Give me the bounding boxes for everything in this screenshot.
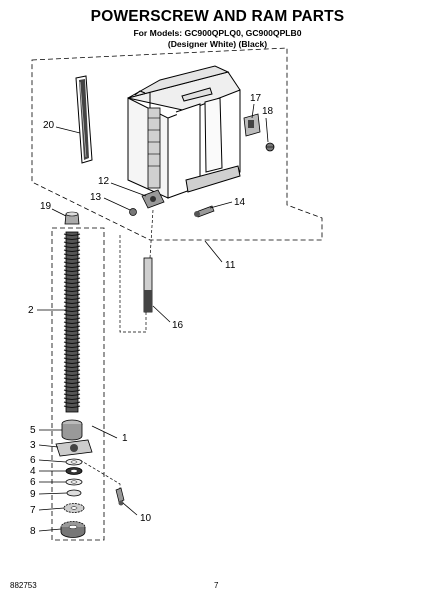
thread-ridge xyxy=(63,293,81,297)
thread-ridge xyxy=(63,305,81,309)
callout-13: 13 xyxy=(90,192,102,203)
part-19-cap xyxy=(64,211,80,225)
thread-ridge xyxy=(63,317,81,321)
thread-ridge xyxy=(63,233,81,237)
thread-ridge xyxy=(63,405,81,409)
part-14-screw xyxy=(194,205,215,218)
callout-5: 5 xyxy=(30,425,36,436)
connector-line xyxy=(79,459,121,492)
upper-assembly-boundary xyxy=(31,47,323,241)
lower-assembly-boundary xyxy=(51,227,105,541)
thread-ridge xyxy=(63,369,81,373)
callout-19: 19 xyxy=(40,201,52,212)
leader-lines xyxy=(37,103,269,532)
ram-screw-detail xyxy=(147,107,161,189)
thread-ridge xyxy=(63,365,81,369)
callout-18: 18 xyxy=(262,106,274,117)
part-6-washer xyxy=(65,458,83,466)
thread-ridge xyxy=(63,281,81,285)
part-10-screw xyxy=(115,487,125,506)
thread-ridge xyxy=(63,353,81,357)
thread-ridge xyxy=(63,337,81,341)
thread-ridge xyxy=(63,373,81,377)
thread-ridge xyxy=(63,349,81,353)
thread-ridge xyxy=(63,289,81,293)
callout-11: 11 xyxy=(225,260,236,271)
thread-ridge xyxy=(63,401,81,405)
callout-17: 17 xyxy=(250,93,262,104)
part-4-bearing xyxy=(65,467,83,475)
thread-ridge xyxy=(63,265,81,269)
thread-ridge xyxy=(63,237,81,241)
thread-ridge xyxy=(63,357,81,361)
document-number: 882753 xyxy=(10,581,37,590)
page-number: 7 xyxy=(214,581,219,590)
part-11-ram-assembly xyxy=(127,65,241,199)
callout-8: 8 xyxy=(30,526,36,537)
thread-ridge xyxy=(63,341,81,345)
callout-12: 12 xyxy=(98,176,110,187)
part-2-powerscrew xyxy=(63,231,81,413)
callout-9: 9 xyxy=(30,489,36,500)
thread-ridge xyxy=(63,277,81,281)
thread-ridge xyxy=(63,269,81,273)
part-13-screw xyxy=(129,208,137,216)
thread-ridge xyxy=(63,285,81,289)
thread-ridge xyxy=(63,301,81,305)
part-8-gear xyxy=(60,521,86,538)
thread-ridge xyxy=(63,309,81,313)
thread-ridge xyxy=(63,389,81,393)
thread-ridge xyxy=(63,377,81,381)
thread-ridge xyxy=(63,329,81,333)
part-3-housing xyxy=(55,439,93,457)
thread-ridge xyxy=(63,313,81,317)
thread-ridge xyxy=(63,273,81,277)
thread-ridge xyxy=(63,297,81,301)
callout-3: 3 xyxy=(30,440,36,451)
callout-1: 1 xyxy=(122,433,128,444)
callout-6-lower: 6 xyxy=(30,477,36,488)
callout-labels: 20 17 18 12 13 14 19 11 2 16 1 5 3 6 4 6… xyxy=(28,93,274,537)
part-20-strip xyxy=(75,75,93,164)
variants-line: (Designer White) (Black) xyxy=(167,39,268,49)
thread-ridge xyxy=(63,321,81,325)
thread-ridge xyxy=(63,333,81,337)
part-12-nut xyxy=(141,189,165,209)
thread-ridge xyxy=(63,249,81,253)
thread-ridge xyxy=(63,385,81,389)
part-18-screw xyxy=(265,142,275,152)
page-title: POWERSCREW AND RAM PARTS xyxy=(90,8,345,25)
part-5-bearing xyxy=(61,419,83,441)
part-6-washer-lower xyxy=(65,478,83,486)
thread-ridge xyxy=(63,397,81,401)
thread-ridge xyxy=(63,261,81,265)
thread-ridge xyxy=(63,253,81,257)
callout-7: 7 xyxy=(30,505,36,516)
connector-line xyxy=(119,235,147,333)
part-16-rod xyxy=(143,257,153,313)
thread-ridge xyxy=(63,361,81,365)
thread-ridge xyxy=(63,325,81,329)
thread-ridge xyxy=(63,257,81,261)
thread-ridge xyxy=(63,245,81,249)
part-7-sprocket xyxy=(63,503,85,513)
models-line: For Models: GC900QPLQ0, GC900QPLB0 xyxy=(133,28,302,38)
part-9-retainer xyxy=(66,489,82,497)
thread-ridge xyxy=(63,345,81,349)
callout-20: 20 xyxy=(43,120,55,131)
thread-ridge xyxy=(63,241,81,245)
thread-ridge xyxy=(63,393,81,397)
callout-2: 2 xyxy=(28,305,34,316)
callout-4: 4 xyxy=(30,466,36,477)
connector-line xyxy=(149,209,154,259)
callout-6: 6 xyxy=(30,455,36,466)
thread-ridge xyxy=(63,381,81,385)
callout-14: 14 xyxy=(234,197,246,208)
callout-10: 10 xyxy=(140,513,152,524)
callout-16: 16 xyxy=(172,320,184,331)
part-17-bracket xyxy=(243,113,261,137)
